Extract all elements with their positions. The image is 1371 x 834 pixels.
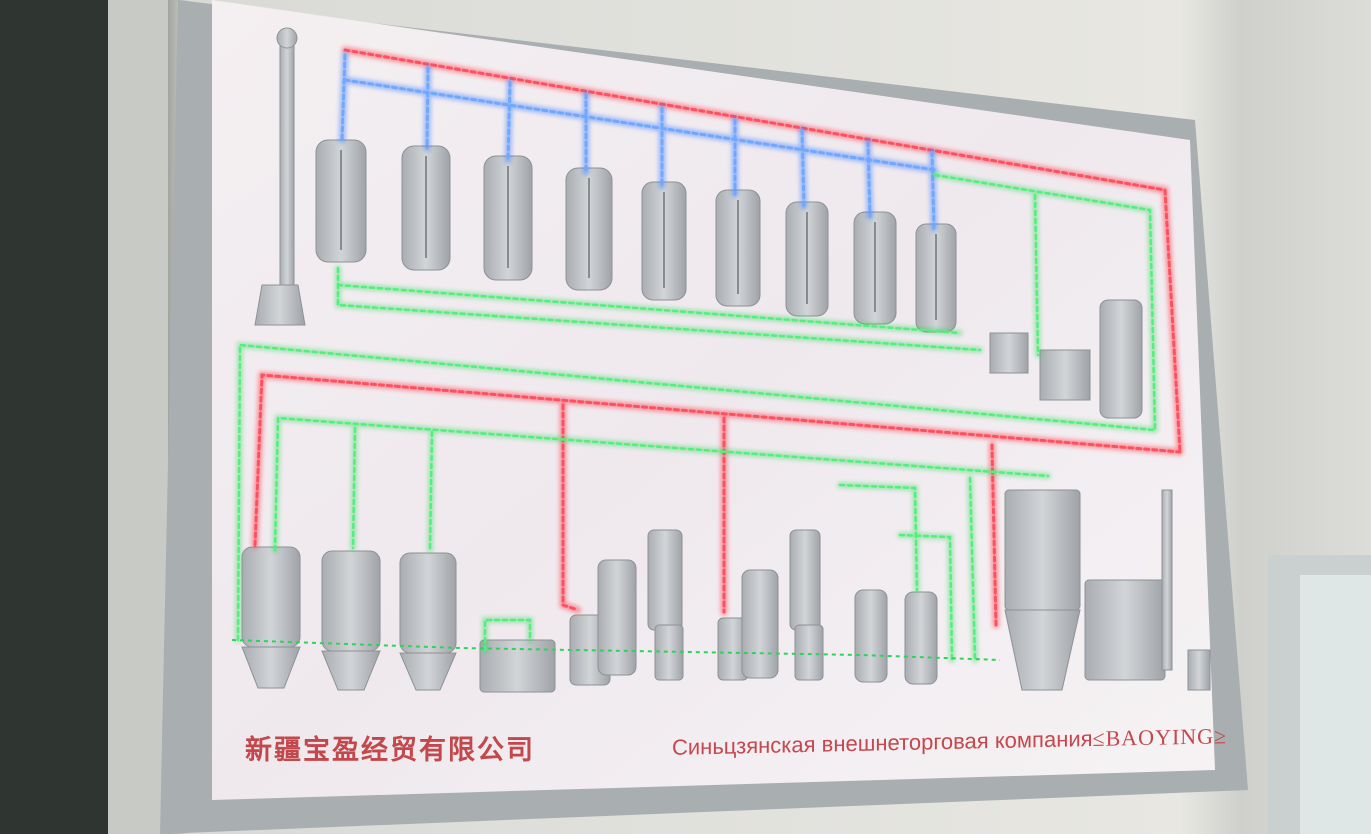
board-panel xyxy=(212,0,1215,800)
process-equipment xyxy=(479,489,1211,693)
tank-row-bottom xyxy=(241,546,457,691)
upper-right-equipment xyxy=(989,299,1143,419)
right-door-glass xyxy=(1300,575,1371,834)
dark-doorway xyxy=(0,0,120,834)
caption-chinese: 新疆宝盈经贸有限公司 xyxy=(245,735,535,766)
tank-1 xyxy=(241,546,301,689)
caption-brand: ≤BAOYING≥ xyxy=(1092,723,1228,752)
blue-led-lines xyxy=(338,51,939,232)
bottom-pipe xyxy=(231,639,1001,661)
tank-3 xyxy=(399,552,457,691)
green-led-lines xyxy=(235,172,1158,663)
paddle-icon xyxy=(254,27,306,326)
door-frame xyxy=(108,0,168,834)
fermenter-details xyxy=(340,150,937,320)
tank-2 xyxy=(321,550,381,691)
red-led-lines xyxy=(251,46,1184,629)
